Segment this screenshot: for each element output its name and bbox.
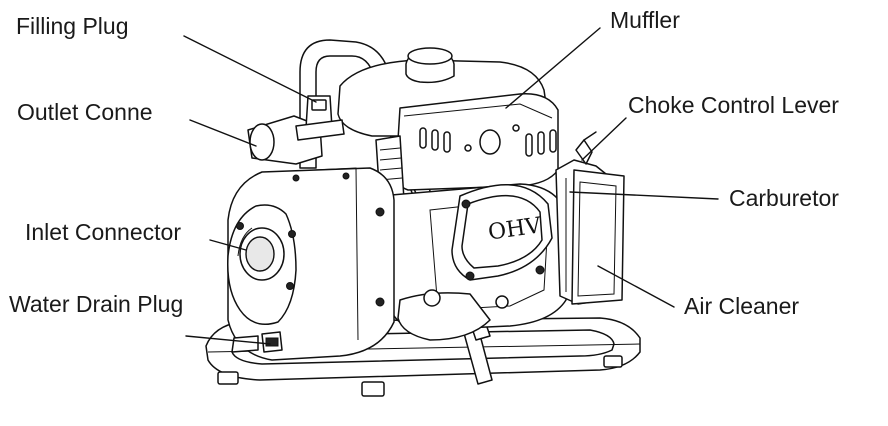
- pump-housing: [227, 95, 395, 361]
- label-muffler: Muffler: [610, 7, 680, 33]
- label-inlet-connector: Inlet Connector: [25, 219, 181, 245]
- engine-block: [337, 47, 625, 341]
- leader-lines: [183, 27, 719, 345]
- label-air-cleaner: Air Cleaner: [684, 293, 800, 319]
- label-water-drain-plug: Water Drain Plug: [9, 291, 184, 317]
- label-outlet-connector: Outlet Conne: [17, 99, 153, 125]
- label-filling-plug: Filling Plug: [16, 13, 129, 39]
- label-carburetor: Carburetor: [729, 185, 839, 211]
- label-choke-control-lever: Choke Control Lever: [628, 92, 839, 118]
